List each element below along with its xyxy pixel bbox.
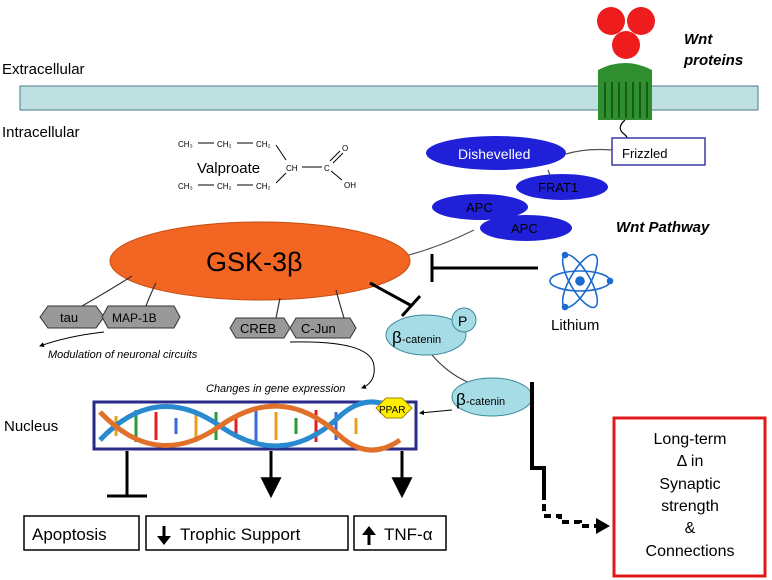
svg-text:CH₂: CH₂ xyxy=(256,182,271,191)
beta-catenin-phosphorylated xyxy=(385,314,467,356)
svg-text:OH: OH xyxy=(344,181,356,190)
frat1-label: FRAT1 xyxy=(538,180,578,195)
tau-label: tau xyxy=(60,310,78,325)
atom-icon xyxy=(549,251,614,311)
catenin-to-ppar-arrow xyxy=(419,409,453,416)
svg-text:Synaptic: Synaptic xyxy=(659,476,720,493)
beta-catenin-free-label: -catenin xyxy=(466,396,505,408)
longterm-text: Long-term Δ in Synaptic strength & Conne… xyxy=(646,431,735,560)
dna-helix xyxy=(98,399,402,453)
creb-protein xyxy=(229,317,291,339)
beta-catenin-p-label: -catenin xyxy=(402,334,441,346)
cjun-protein xyxy=(289,317,357,339)
apoptosis-label: Apoptosis xyxy=(32,525,107,544)
gene-expression-arrow xyxy=(289,341,375,389)
modulation-arrow xyxy=(39,331,105,348)
frizzled-label: Frizzled xyxy=(622,146,668,161)
gsk-substrate-connectors xyxy=(81,275,345,319)
apc-protein-2 xyxy=(480,215,572,241)
svg-text:CH₂: CH₂ xyxy=(217,182,232,191)
tau-protein xyxy=(39,305,105,329)
gene-expression-label: Changes in gene expression xyxy=(206,383,345,395)
apc-protein-1 xyxy=(432,194,528,220)
down-arrow-icon xyxy=(157,526,171,545)
map1b-label: MAP-1B xyxy=(112,311,157,325)
ppar-receptor xyxy=(375,397,413,419)
svg-text:CH₃: CH₃ xyxy=(178,182,193,191)
intracellular-label: Intracellular xyxy=(2,124,80,141)
apc-label-1: APC xyxy=(466,200,493,215)
svg-text:Δ in: Δ in xyxy=(677,453,704,470)
wnt-pathway-label: Wnt Pathway xyxy=(616,219,710,236)
wnt-proteins xyxy=(597,7,655,59)
up-arrow-icon xyxy=(362,526,376,545)
svg-text:O: O xyxy=(342,144,348,153)
apc-label-2: APC xyxy=(511,221,538,236)
apoptosis-box xyxy=(23,515,140,551)
valproate-structure: CH₃ CH₂ CH₂ CH CH₃ CH₂ CH₂ C O OH xyxy=(178,140,356,191)
longterm-box xyxy=(612,416,767,578)
trophic-box xyxy=(145,515,349,551)
svg-text:&: & xyxy=(685,520,696,537)
gsk-to-catenin-line xyxy=(369,281,413,308)
dishevelled-label: Dishevelled xyxy=(458,146,530,162)
beta-catenin-free-greek: β xyxy=(456,390,466,409)
wnt-proteins-label-1: Wnt xyxy=(684,31,713,48)
svg-text:CH: CH xyxy=(286,164,298,173)
gsk-to-catenin-bar xyxy=(400,294,422,318)
svg-text:strength: strength xyxy=(661,498,719,515)
svg-text:CH₃: CH₃ xyxy=(178,140,193,149)
svg-text:Long-term: Long-term xyxy=(654,431,727,448)
lithium-label: Lithium xyxy=(551,317,599,334)
trophic-label: Trophic Support xyxy=(180,525,301,544)
creb-label: CREB xyxy=(240,321,276,336)
nucleus-label: Nucleus xyxy=(4,418,58,435)
tnf-label: TNF-α xyxy=(384,525,433,544)
valproate-label: Valproate xyxy=(197,160,260,177)
frat1-protein xyxy=(516,174,608,200)
svg-text:CH₂: CH₂ xyxy=(256,140,271,149)
gsk3b-label: GSK-3β xyxy=(206,247,303,277)
beta-catenin-p-greek: β xyxy=(392,328,402,347)
extracellular-label: Extracellular xyxy=(2,61,85,78)
svg-text:Connections: Connections xyxy=(646,543,735,560)
dishevelled-protein xyxy=(426,136,566,170)
svg-text:C: C xyxy=(324,164,330,173)
phosphate-label: P xyxy=(458,313,467,329)
frizzled-receptor xyxy=(598,63,652,147)
gsk3b-enzyme xyxy=(109,221,411,301)
phosphate-group xyxy=(451,307,477,333)
modulation-label: Modulation of neuronal circuits xyxy=(48,349,198,361)
svg-text:CH₂: CH₂ xyxy=(217,140,232,149)
ppar-label: PPAR xyxy=(379,405,406,416)
map1b-protein xyxy=(101,305,181,329)
longterm-pathway-arrow xyxy=(530,382,610,534)
frizzled-box xyxy=(611,137,706,166)
wnt-proteins-label-2: proteins xyxy=(683,52,743,69)
cjun-label: C-Jun xyxy=(301,321,336,336)
